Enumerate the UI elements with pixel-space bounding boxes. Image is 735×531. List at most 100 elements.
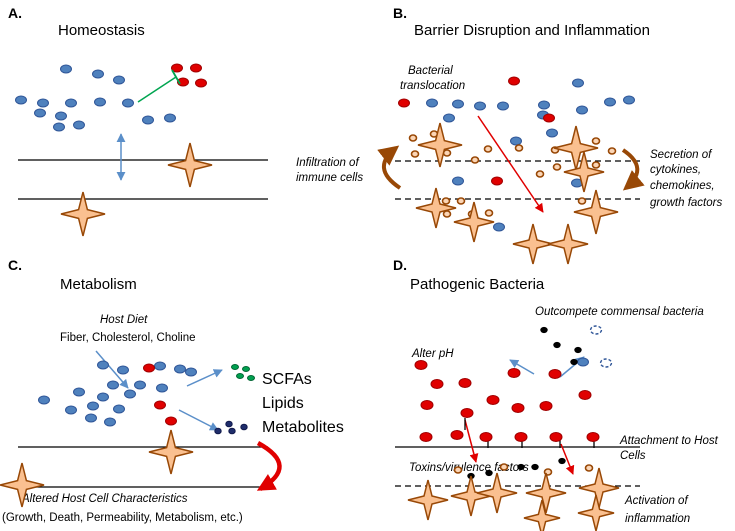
commensal-bacterium <box>604 97 616 107</box>
immune-cell-star <box>60 191 106 237</box>
commensal-bacterium <box>452 176 464 186</box>
commensal-bacterium <box>452 99 464 109</box>
immune-cell-star <box>578 467 620 509</box>
immune-cell-star <box>0 462 45 508</box>
immune-cell <box>552 163 562 171</box>
immune-cell-star <box>148 429 194 475</box>
toxin-particle <box>531 463 539 471</box>
immune-cell <box>456 197 466 205</box>
immune-cell-star <box>573 189 619 235</box>
metabolites-arrow <box>178 409 219 431</box>
panel-a-pathogen-bacteria <box>171 63 207 88</box>
immune-cell <box>577 197 587 205</box>
panel-a-commensal-bacteria <box>15 64 176 132</box>
immune-cell <box>408 134 418 142</box>
toxin-arrow-1 <box>464 419 479 463</box>
pathogen-bacterium <box>154 400 166 410</box>
panel-d-title: Pathogenic Bacteria <box>410 276 545 293</box>
pathogen-bacterium <box>511 403 525 413</box>
commensal-bacterium <box>426 98 438 108</box>
immune-cell-star <box>563 151 605 193</box>
infiltration-label-1: Infiltration of <box>296 157 360 169</box>
toxin-particle <box>517 463 525 471</box>
panel-d-pathogen-bacteria <box>414 360 600 442</box>
immune-cell-star <box>417 122 463 168</box>
immune-cell-star <box>553 125 599 171</box>
immune-cell-star <box>167 142 213 188</box>
panel-a-letter: A. <box>8 5 22 21</box>
panel-d-letter: D. <box>393 257 407 273</box>
panel-a-title: Homeostasis <box>58 22 145 39</box>
commensal-bacterium <box>154 361 166 371</box>
toxin-particles <box>467 326 582 480</box>
commensal-bacterium <box>122 98 134 108</box>
commensal-bacterium <box>497 101 509 111</box>
immune-cell <box>410 150 420 158</box>
panel-b-pathogen-bacteria <box>398 76 555 186</box>
commensal-bacterium <box>142 115 154 125</box>
outcompete-label: Outcompete commensal bacteria <box>535 306 704 318</box>
panel-c-immune-stars <box>0 429 194 508</box>
scfa-molecule <box>242 366 250 372</box>
commensal-bacterium <box>156 383 168 393</box>
pathogen-bacterium <box>460 408 474 418</box>
metabolite-molecule <box>228 427 236 435</box>
scfa-molecule <box>231 364 239 370</box>
immune-cell-star <box>407 479 449 521</box>
pathogen-bacterium <box>507 368 521 378</box>
pathogen-bacterium <box>549 432 563 442</box>
immune-cell <box>483 145 493 153</box>
commensal-bacterium <box>94 97 106 107</box>
toxin-particle <box>553 341 561 349</box>
secretion-curved-arrow <box>621 148 645 191</box>
immune-cell <box>591 137 601 145</box>
panel-d-commensal-bacteria <box>577 325 613 368</box>
immune-cell <box>441 197 451 205</box>
pathogen-bacterium <box>414 360 428 370</box>
commensal-bacterium <box>510 136 522 146</box>
pathogen-bacterium <box>508 76 520 86</box>
panel-b-letter: B. <box>393 5 407 21</box>
scfas-label: SCFAs <box>262 371 312 388</box>
activation-label-1: Activation of <box>624 495 689 507</box>
immune-cell-star <box>450 475 492 517</box>
commensal-bacterium <box>65 405 77 415</box>
toxin-arrow-2 <box>560 443 575 475</box>
commensal-bacterium <box>92 69 104 79</box>
pathogen-bacterium <box>548 369 562 379</box>
panel-c-letter: C. <box>8 257 22 273</box>
commensal-bacterium <box>97 392 109 402</box>
commensal-bacterium <box>185 367 197 377</box>
dying-commensal-bacterium <box>599 358 613 368</box>
commensal-bacterium <box>576 105 588 115</box>
panel-c-pathogen-bacteria <box>143 363 177 426</box>
commensal-bacterium <box>34 108 46 118</box>
immune-cell <box>453 466 463 474</box>
commensal-bacterium <box>493 222 505 232</box>
commensal-bacterium <box>134 380 146 390</box>
secretion-label-4: growth factors <box>650 197 722 209</box>
immune-cell <box>607 147 617 155</box>
immune-cell <box>514 144 524 152</box>
inhibition-arrow <box>137 76 177 103</box>
pathogen-bacterium <box>543 113 555 123</box>
panel-b-commensal-bacteria <box>426 78 635 232</box>
immune-cell-star <box>525 472 567 514</box>
immune-cell <box>499 463 509 471</box>
panel-c: C. Metabolism Host Diet Fiber, Cholester… <box>0 257 344 524</box>
host-diet-label: Host Diet <box>100 314 148 326</box>
pathogen-bacterium <box>195 78 207 88</box>
toxin-particle <box>540 326 548 334</box>
panel-a-immune-stars <box>60 142 213 237</box>
metabolite-molecule <box>214 427 222 435</box>
metabolite-molecule <box>225 420 233 428</box>
commensal-bacterium <box>164 113 176 123</box>
commensal-bacterium <box>104 417 116 427</box>
commensal-bacterium <box>97 360 109 370</box>
metabolite-molecules <box>214 420 248 435</box>
scfa-arrow <box>186 369 223 387</box>
inhibition-bar <box>171 69 181 85</box>
immune-cell-star <box>577 494 615 531</box>
lipids-label: Lipids <box>262 395 304 412</box>
commensal-bacterium <box>53 122 65 132</box>
